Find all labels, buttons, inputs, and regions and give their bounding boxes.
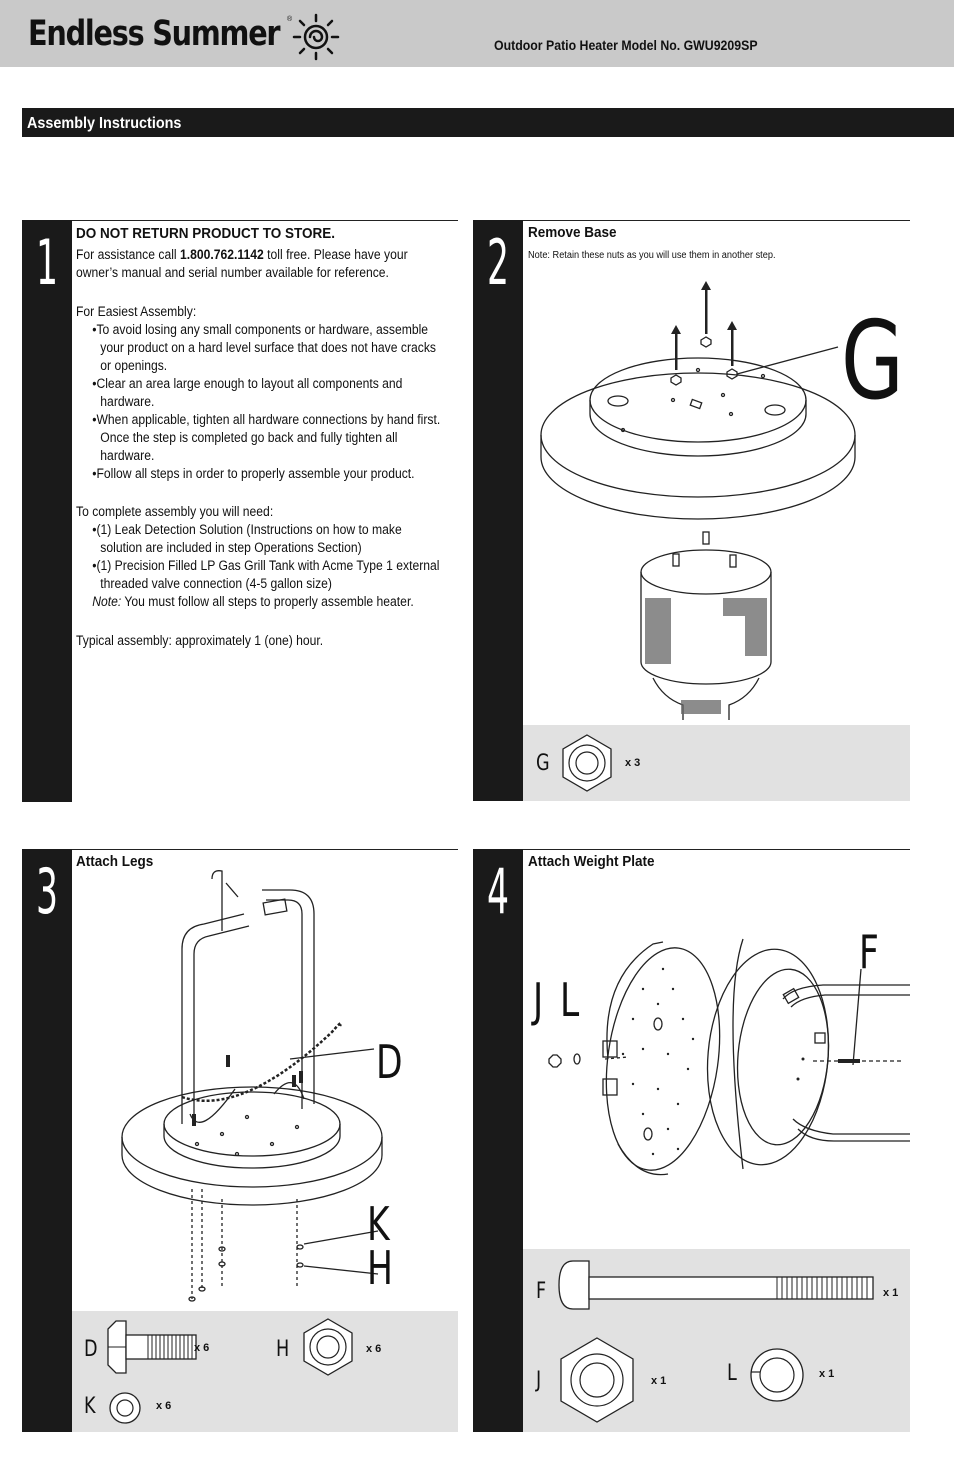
callout-L: L [560,973,580,1027]
step1-number-bar: 1 [22,220,72,802]
step4-rule [523,849,910,850]
step2-note: Note: Retain these nuts as you will use … [528,250,776,261]
step2-number: 2 [486,226,509,299]
callout-F: F [859,925,879,979]
step2-number-bar: 2 [473,220,523,801]
list-item: Follow all steps in order to properly as… [92,465,445,483]
part-G-label: G [536,751,550,776]
callout-H: H [367,1241,393,1295]
list-item: (1) Precision Filled LP Gas Grill Tank w… [92,557,445,593]
easiest-list: To avoid losing any small components or … [76,321,445,483]
bolt-icon [107,1320,197,1374]
part-D-label: D [84,1337,98,1362]
assistance-text: For assistance call 1.800.762.1142 toll … [76,247,408,280]
part-F-qty: x 1 [883,1287,899,1299]
page-header: Endless Summer ® Outdoor Patio Heater Mo… [0,0,954,67]
callout-K: K [367,1197,390,1251]
weight-plate-illustration [548,938,910,1176]
easiest-heading: For Easiest Assembly: [76,304,197,319]
step1-body: For assistance call 1.800.762.1142 toll … [76,246,445,650]
list-item: To avoid losing any small components or … [92,321,445,375]
step1-panel: 1 DO NOT RETURN PRODUCT TO STORE. For as… [22,220,458,802]
step4-panel: 4 Attach Weight Plate [473,849,910,1432]
part-J-label: J [536,1368,542,1393]
part-D-qty: x 6 [194,1342,210,1354]
callout-J: J [533,973,544,1027]
part-G-qty: x 3 [625,757,641,769]
list-item: Clear an area large enough to layout all… [92,375,445,411]
part-J-qty: x 1 [651,1375,667,1387]
part-L-label: L [727,1361,737,1386]
step3-number-bar: 3 [22,849,72,1432]
typical-time: Typical assembly: approximately 1 (one) … [76,633,324,648]
step3-panel: 3 Attach Legs [22,849,458,1432]
hex-nut-icon [562,734,612,792]
base-removal-illustration [540,281,856,720]
hex-nut-icon [303,1318,353,1376]
assembly-note: Note: You must follow all steps to prope… [92,594,414,609]
list-item: When applicable, tighten all hardware co… [92,411,445,465]
step4-number-bar: 4 [473,849,523,1432]
brand-logo: Endless Summer [28,14,281,54]
step2-title: Remove Base [528,224,617,241]
legs-illustration [121,870,383,1302]
step1-rule [72,220,458,221]
part-L-qty: x 1 [819,1368,835,1380]
step3-rule [72,849,458,850]
part-H-qty: x 6 [366,1343,382,1355]
step3-number: 3 [35,855,58,928]
phone-number: 1.800.762.1142 [179,247,264,262]
part-F-label: F [536,1279,547,1304]
registered-mark: ® [287,16,293,23]
model-number: Outdoor Patio Heater Model No. GWU9209SP [494,37,758,53]
step3-title: Attach Legs [76,853,154,870]
section-title-bar: Assembly Instructions [22,108,954,137]
sun-logo-icon [292,13,340,61]
callout-G: G [841,299,904,424]
lock-washer-icon [750,1348,804,1402]
part-K-label: K [84,1394,96,1419]
list-item: (1) Leak Detection Solution (Instruction… [92,521,445,557]
step2-rule [523,220,910,221]
step1-heading: DO NOT RETURN PRODUCT TO STORE. [76,225,336,242]
part-K-qty: x 6 [156,1400,172,1412]
step4-number: 4 [486,855,509,928]
step2-panel: 2 Remove Base Note: Retain these nuts as… [473,220,910,801]
callout-D: D [376,1035,403,1089]
step4-title: Attach Weight Plate [528,853,655,870]
step1-number: 1 [35,226,58,299]
part-H-label: H [276,1337,290,1362]
hex-nut-icon [560,1337,634,1423]
washer-icon [109,1392,141,1424]
need-list: (1) Leak Detection Solution (Instruction… [76,521,445,593]
carriage-bolt-icon [558,1260,874,1310]
section-title: Assembly Instructions [27,115,182,132]
need-heading: To complete assembly you will need: [76,504,274,519]
